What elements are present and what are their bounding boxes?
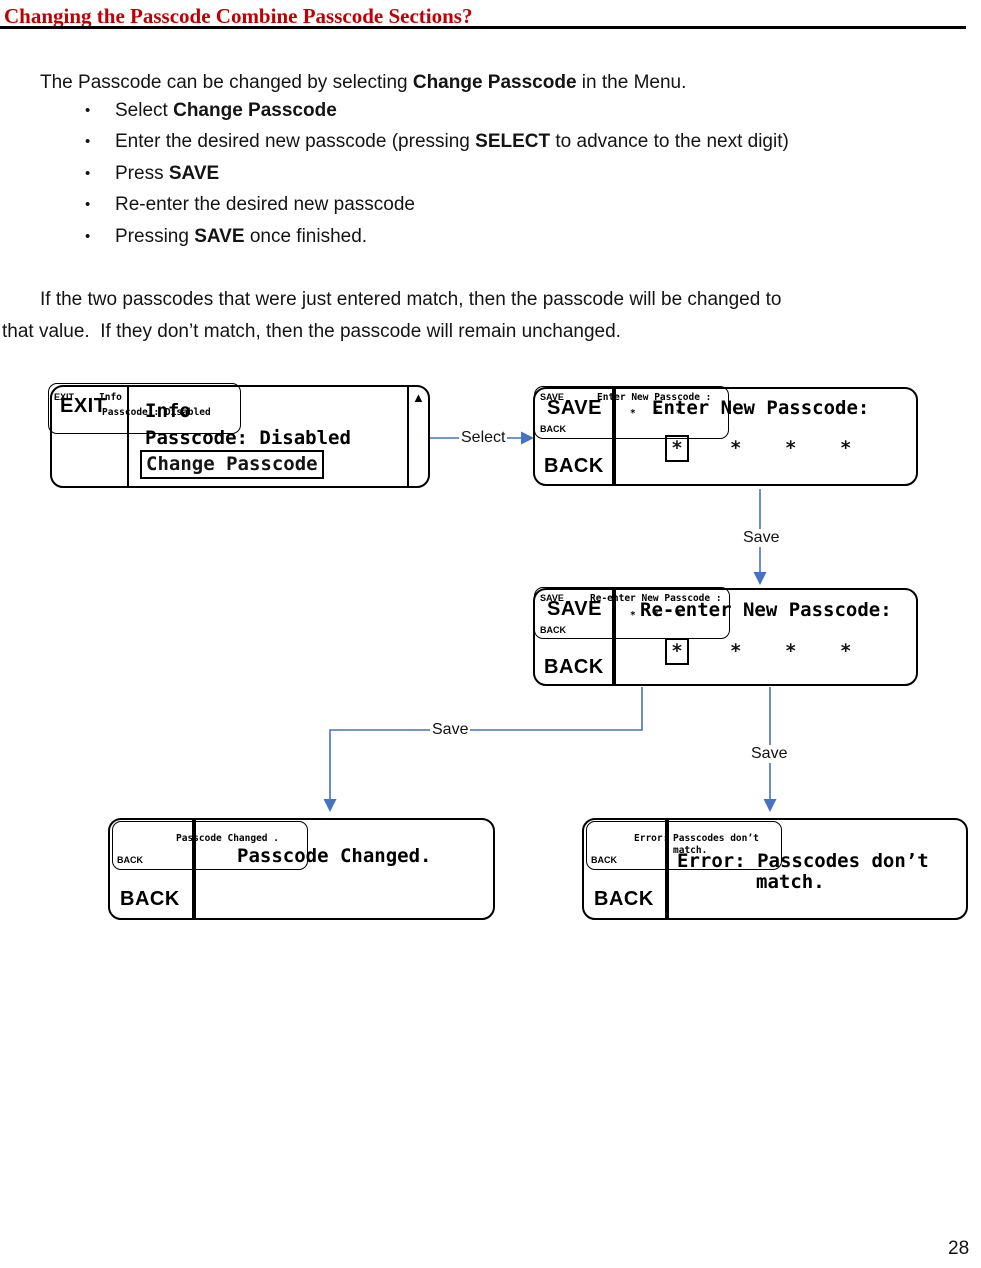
mini-screen-preview: Error: Passcodes don’t match. BACK [586,821,782,870]
mini-error-line2: match. [673,845,708,856]
softkey-save: SAVE [547,397,602,419]
softkey-exit: EXIT [60,395,107,417]
screen-right-divider [407,387,409,486]
bullet-text: Press [115,162,169,184]
bullet-marker: • [85,227,91,245]
bullet-item: • Pressing SAVE once finished. [85,226,789,257]
match-paragraph-line2: that value. If they don’t match, then th… [2,321,621,342]
bullet-item: • Enter the desired new passcode (pressin… [85,131,789,162]
passcode-star: * [671,437,683,459]
intro-post: in the Menu. [576,72,687,93]
screen-error-mismatch: BACK Error: Passcodes don’t match. Error… [582,818,968,920]
bullet-text: Pressing [115,225,195,247]
match-paragraph-line1: If the two passcodes that were just ente… [40,289,782,310]
screen-divider [612,389,616,484]
antenna-icon: ▲ [412,390,425,405]
mini-screen-title: Enter New Passcode : [597,392,712,403]
screen-title-line1: Error: Passcodes don’t [677,850,929,872]
mini-screen-preview: Passcode Changed . BACK [112,821,308,870]
bullet-text: to advance to the next digit) [550,131,789,153]
bullet-list: • Select Change Passcode • Enter the desir… [85,100,789,257]
softkey-back: BACK [544,656,604,678]
mini-screen-preview: EXIT Info Passcode : Disabled [48,383,241,434]
mini-softkey-back: BACK [117,855,143,865]
screen-line-passcode-status: Passcode: Disabled [145,427,351,449]
page-number: 28 [948,1238,970,1259]
intro-bold: Change Passcode [412,72,577,93]
intro-paragraph: The Passcode can be changed by selecting… [40,72,686,94]
screen-title: Enter New Passcode: [652,397,870,419]
mini-softkey-save: SAVE [540,593,564,603]
bullet-text: once finished. [244,225,368,247]
bullet-item: • Re-enter the desired new passcode [85,194,789,225]
mini-softkey-exit: EXIT [54,392,75,402]
mini-softkey-back: BACK [540,625,566,635]
mini-screen-title: Re-enter New Passcode : [590,593,722,604]
bullet-marker: • [85,196,91,214]
screen-title: Re-enter New Passcode: [640,599,892,621]
bullet-text-bold: Change Passcode [173,100,337,121]
softkey-back: BACK [594,888,654,910]
softkey-save: SAVE [547,598,602,620]
passcode-star: * [730,640,742,662]
screen-divider [127,387,129,486]
select-arrow-label: Select [459,429,508,447]
mini-softkey-back: BACK [591,855,617,865]
passcode-star: * [671,640,683,662]
screen-divider [612,590,616,684]
passcode-star: * [840,437,852,459]
passcode-star: * [785,640,797,662]
screen-reenter-passcode: SAVE BACK Re-enter New Passcode: * * * *… [533,587,918,686]
screen-info-menu: ▲ EXIT Info Passcode: Disabled Change Pa… [48,383,430,488]
bullet-item: • Select Change Passcode [85,100,789,131]
bullet-marker: • [85,164,91,182]
mini-screen-preview: SAVE Re-enter New Passcode : * * * BACK [534,587,730,639]
softkey-back: BACK [120,888,180,910]
screen-line-info: Info [145,400,191,422]
passcode-cursor-box: * [665,638,689,665]
passcode-star: * [840,640,852,662]
save-arrow-label-1: Save [741,529,782,547]
mini-screen-title: Passcode Changed . [176,833,279,844]
mini-softkey-back: BACK [540,424,566,434]
mini-error-label: Error: [634,833,669,844]
save-arrow-label-2: Save [430,721,471,739]
bullet-item: • Press SAVE [85,163,789,194]
mini-screen-preview: SAVE Enter New Passcode : * * * BACK [534,386,729,439]
softkey-back: BACK [544,455,604,477]
page-title: Changing the Passcode Combine Passcode S… [4,4,473,28]
intro-pre: The Passcode can be changed by selecting [40,72,413,93]
mini-error-line1: Passcodes don’t [673,833,759,844]
bullet-text-bold: SELECT [475,131,551,153]
save-arrow-label-3: Save [749,745,790,763]
passcode-cursor-box: * [665,435,689,462]
mini-softkey-save: SAVE [540,392,564,402]
mini-passcode-stars: * * * [630,408,682,419]
bullet-marker: • [85,133,91,151]
bullet-marker: • [85,102,91,119]
mini-line-passcode-status: Passcode : Disabled [102,407,211,418]
screen-title-line2: match. [756,871,825,893]
mini-passcode-stars: * * * [630,610,682,621]
menu-item-change-passcode: Change Passcode [140,450,324,479]
bullet-text: Re-enter the desired new passcode [115,194,415,216]
screen-passcode-changed: BACK Passcode Changed. Passcode Changed … [108,818,495,920]
title-underline [0,26,966,29]
passcode-star: * [730,437,742,459]
bullet-text: Select [115,100,174,121]
passcode-star: * [785,437,797,459]
bullet-text-bold: SAVE [168,162,220,184]
bullet-text: Enter the desired new passcode (pressing [115,131,476,153]
mini-line-info: Info [99,392,122,403]
bullet-text-bold: SAVE [194,225,245,247]
screen-enter-passcode: SAVE BACK Enter New Passcode: * * * * SA… [533,386,918,486]
